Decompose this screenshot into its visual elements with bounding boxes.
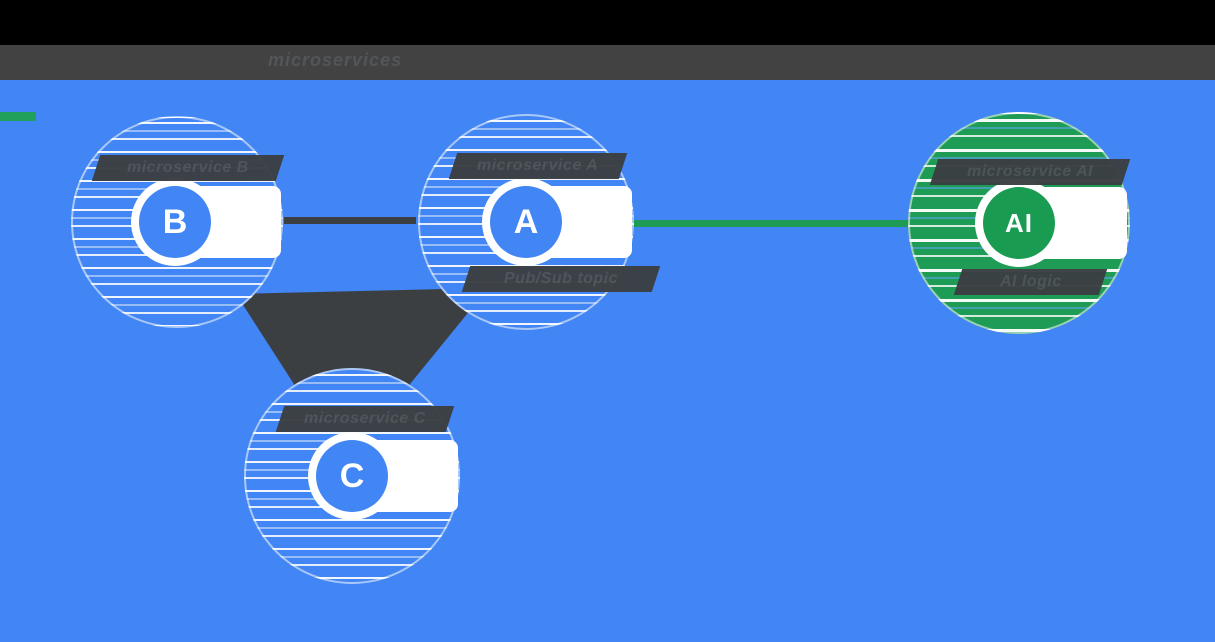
page-title: microservices <box>268 50 403 70</box>
node-b-label: microservice B <box>91 155 285 181</box>
top-black-bar <box>0 0 1215 45</box>
glitch-artifact <box>0 112 36 121</box>
node-ai-circle: AI <box>983 187 1055 259</box>
node-ai-label: microservice AI <box>929 159 1131 185</box>
node-c-label: microservice C <box>275 406 455 432</box>
node-b-circle: B <box>139 186 211 258</box>
node-c-circle: C <box>316 440 388 512</box>
node-ai-sublabel: AI logic <box>953 269 1108 295</box>
node-ai-letter: AI <box>1005 207 1033 238</box>
connector-b-a <box>284 217 416 224</box>
node-a-sublabel: Pub/Sub topic <box>461 266 661 292</box>
header-band <box>0 45 1215 80</box>
node-a-circle: A <box>490 186 562 258</box>
node-b-letter: B <box>162 202 188 241</box>
node-c-letter: C <box>339 456 365 495</box>
connector-a-ai <box>634 220 920 227</box>
node-a-label: microservice A <box>448 153 628 179</box>
node-a-letter: A <box>513 202 539 241</box>
